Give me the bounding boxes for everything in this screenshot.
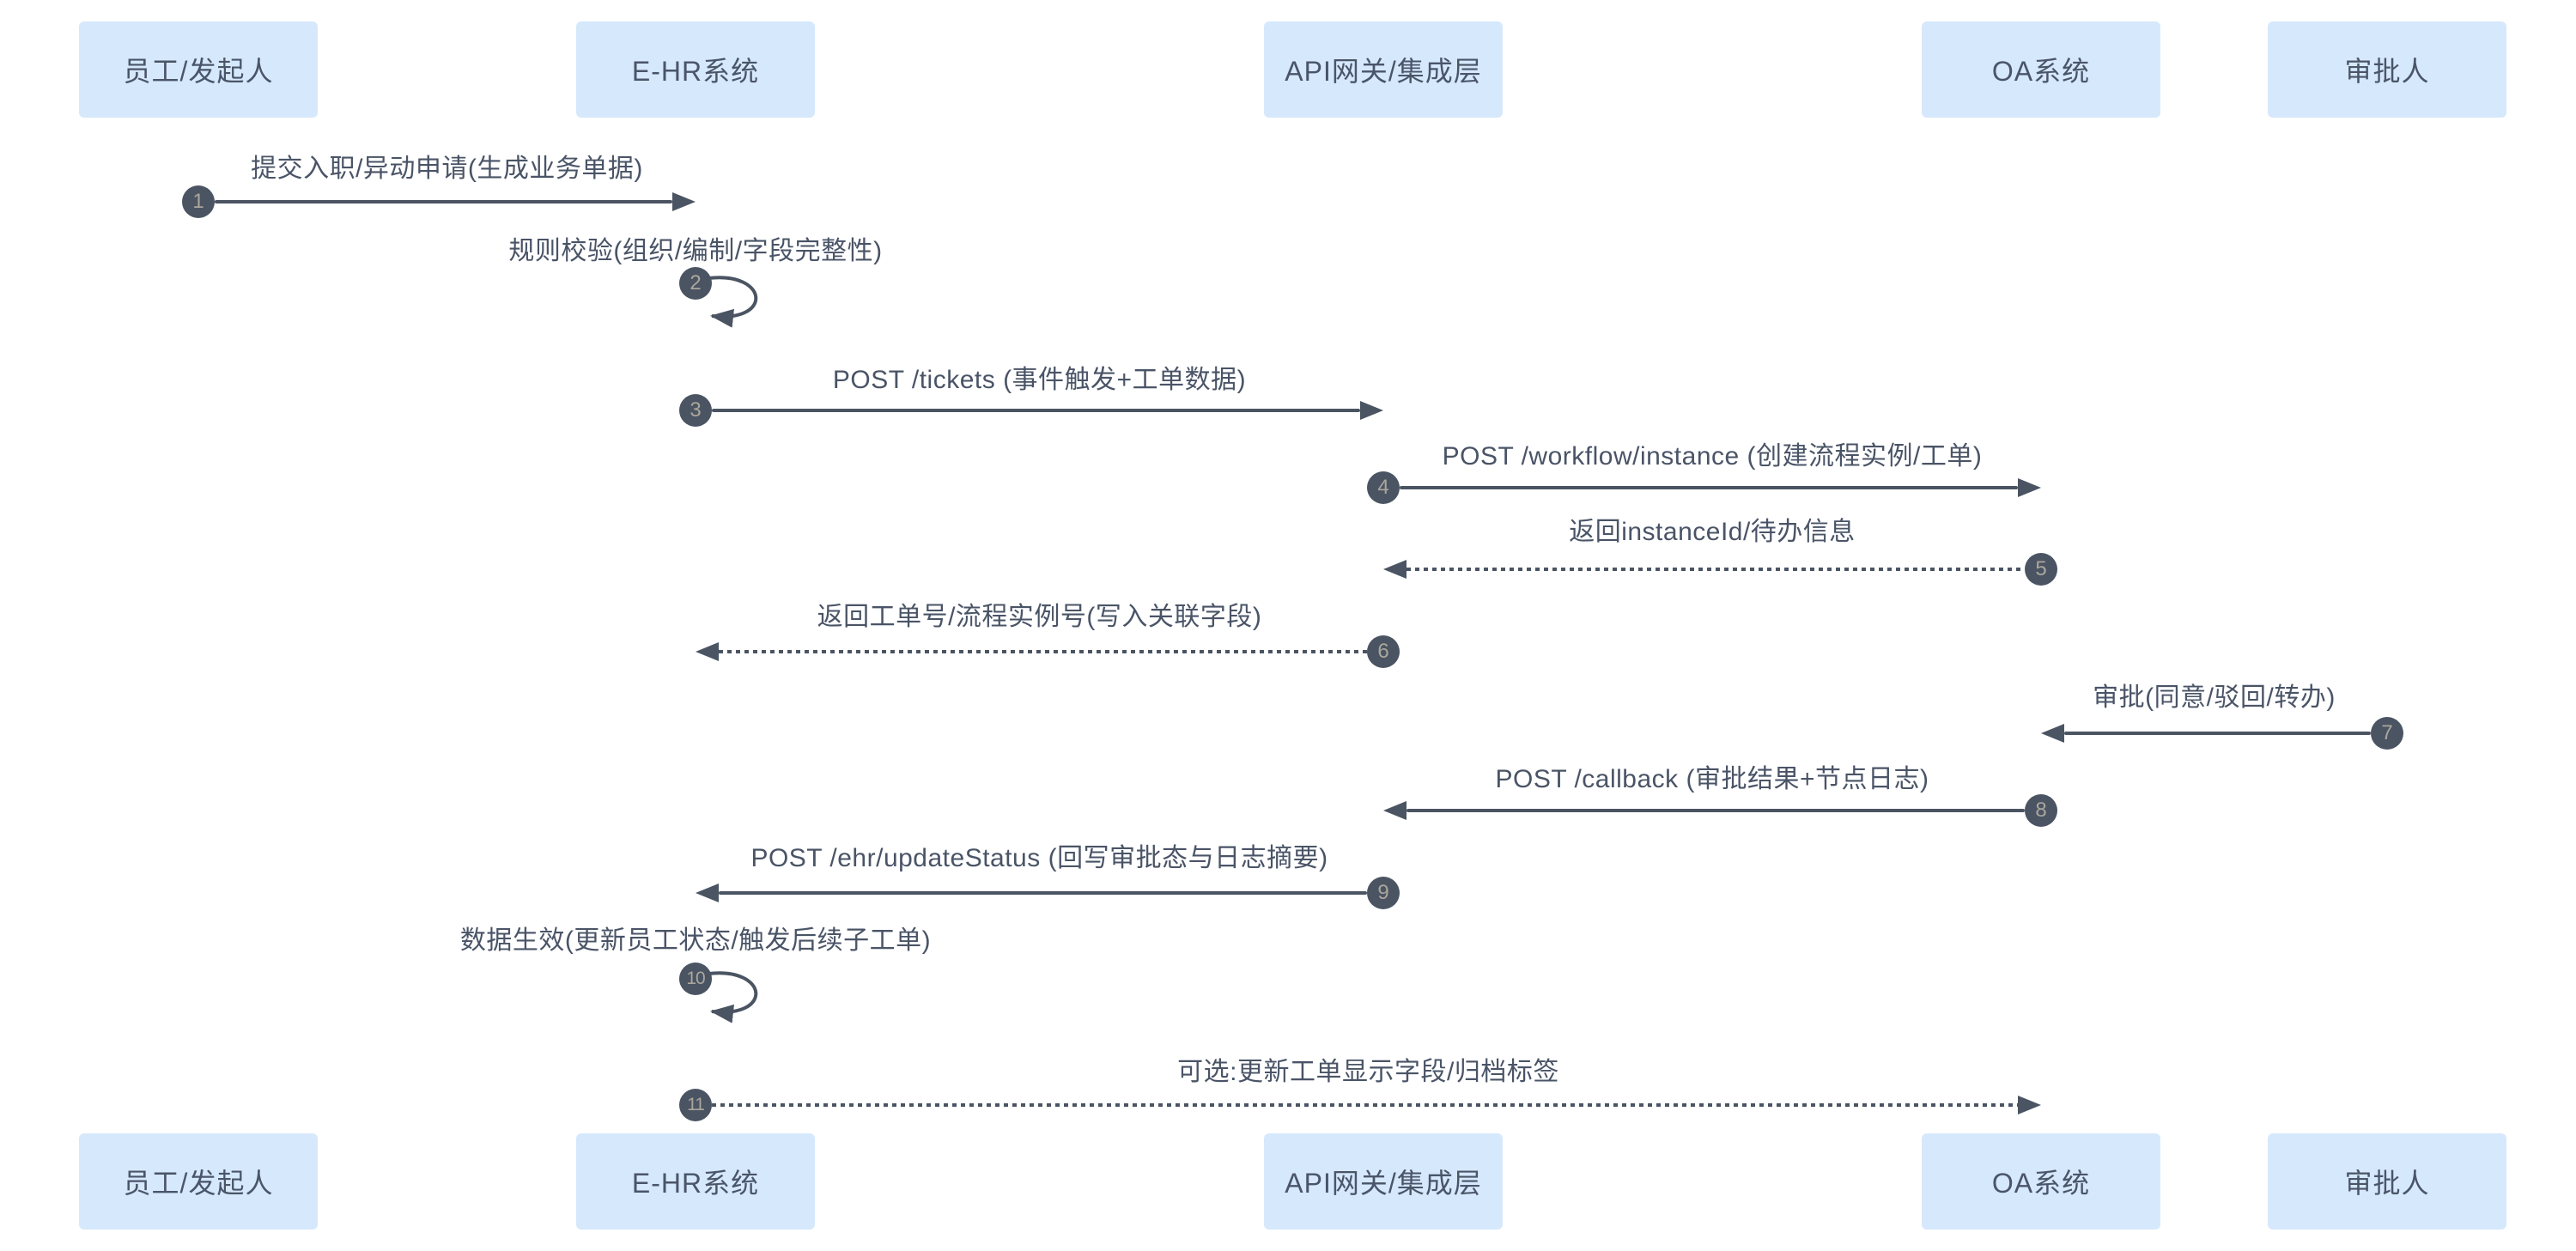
actor-top-api-gateway: API网关/集成层 [1264,21,1503,118]
message-11-badge: 11 [679,1089,712,1121]
message-8-badge: 8 [2025,794,2057,827]
message-9-arrowhead [696,884,719,902]
message-1-line [215,200,672,203]
actor-top-oa: OA系统 [1922,21,2160,118]
actor-bottom-employee: 员工/发起人 [79,1133,318,1230]
message-4-label: POST /workflow/instance (创建流程实例/工单) [1442,442,1983,471]
message-2-label: 规则校验(组织/编制/字段完整性) [508,237,883,265]
actor-bottom-api-gateway: API网关/集成层 [1264,1133,1503,1230]
message-6-label: 返回工单号/流程实例号(写入关联字段) [817,603,1262,631]
message-6-line [719,650,1367,653]
message-5-line [1406,568,2025,571]
message-3-arrowhead [1360,401,1383,420]
message-7-badge: 7 [2371,717,2403,750]
message-11-arrowhead [2018,1096,2041,1114]
message-1-label: 提交入职/异动申请(生成业务单据) [251,155,643,183]
message-2-self-loop-arrow [708,276,758,328]
message-8-arrowhead [1383,801,1406,820]
message-9-badge: 9 [1367,877,1400,909]
actor-bottom-oa: OA系统 [1922,1133,2160,1230]
message-5-badge: 5 [2025,553,2057,586]
message-7-line [2064,732,2371,735]
actor-bottom-approver: 审批人 [2268,1133,2506,1230]
message-4-line [1400,486,2018,489]
message-3-label: POST /tickets (事件触发+工单数据) [832,366,1247,394]
message-6-arrowhead [696,642,719,661]
actor-top-employee: 员工/发起人 [79,21,318,118]
message-9-line [719,891,1367,895]
actor-top-approver: 审批人 [2268,21,2506,118]
message-1-arrowhead [672,192,696,211]
message-3-line [712,409,1360,412]
message-4-arrowhead [2018,478,2041,497]
message-9-label: POST /ehr/updateStatus (回写审批态与日志摘要) [750,844,1328,872]
message-2-badge: 2 [679,267,712,300]
actor-top-ehr: E-HR系统 [576,21,815,118]
message-3-badge: 3 [679,394,712,427]
actor-bottom-ehr: E-HR系统 [576,1133,815,1230]
message-8-line [1406,809,2025,812]
message-5-label: 返回instanceId/待办信息 [1569,518,1856,546]
message-11-line [712,1103,2018,1107]
message-7-arrowhead [2041,724,2064,743]
message-1-badge: 1 [182,185,215,218]
message-10-label: 数据生效(更新员工状态/触发后续子工单) [459,926,932,955]
message-11-label: 可选:更新工单显示字段/归档标签 [1177,1058,1559,1086]
message-6-badge: 6 [1367,635,1400,668]
message-10-badge: 10 [679,963,712,995]
message-8-label: POST /callback (审批结果+节点日志) [1495,765,1929,793]
message-10-self-loop-arrow [708,971,758,1023]
message-5-arrowhead [1383,560,1406,579]
message-7-label: 审批(同意/驳回/转办) [2093,683,2336,712]
message-4-badge: 4 [1367,471,1400,504]
